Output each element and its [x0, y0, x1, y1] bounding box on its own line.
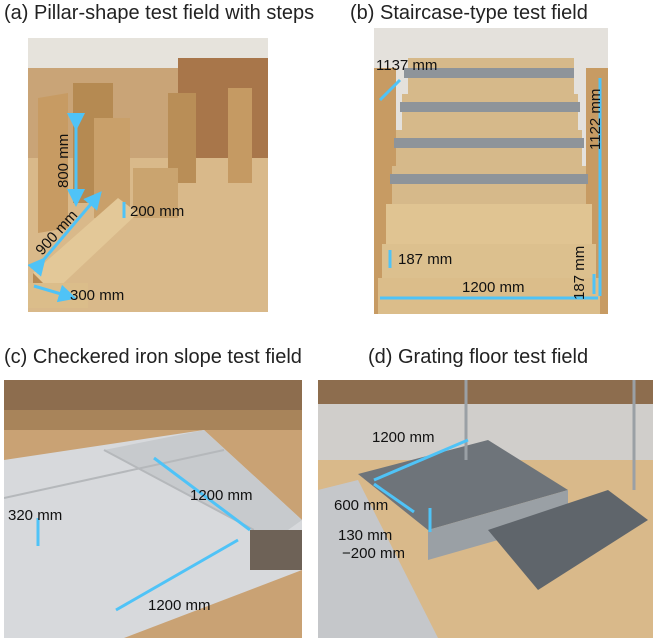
label-800mm: 800 mm: [55, 134, 72, 188]
caption-b: (b) Staircase-type test field: [350, 2, 588, 24]
photo-staircase-field: 1137 mm 1122 mm 187 mm 1200 mm 187 mm: [374, 28, 608, 314]
label-130mm: 130 mm: [338, 527, 392, 544]
label-200mm: 200 mm: [130, 203, 184, 220]
caption-d: (d) Grating floor test field: [368, 346, 589, 368]
label-187mm-bottom: 187 mm: [571, 246, 588, 300]
label-600mm: 600 mm: [334, 497, 388, 514]
label-1200mm: 1200 mm: [462, 279, 525, 296]
label-1200mm-length: 1200 mm: [190, 487, 253, 504]
label-1200mm-grating: 1200 mm: [372, 429, 435, 446]
photo-slope-field: 320 mm 1200 mm 1200 mm: [4, 380, 302, 638]
photo-grating-field: 1200 mm 600 mm 130 mm −200 mm: [318, 380, 653, 638]
label-187mm: 187 mm: [398, 251, 452, 268]
label-200mm-range: −200 mm: [342, 545, 405, 562]
label-1137mm: 1137 mm: [376, 57, 437, 74]
caption-c: (c) Checkered iron slope test field: [4, 346, 302, 368]
photo-pillar-field: 800 mm 900 mm 200 mm 300 mm: [28, 38, 268, 312]
label-1122mm: 1122 mm: [587, 89, 604, 150]
caption-a: (a) Pillar-shape test field with steps: [4, 2, 315, 24]
label-1200mm-width: 1200 mm: [148, 597, 211, 614]
label-300mm: 300 mm: [70, 287, 124, 304]
label-320mm: 320 mm: [8, 507, 62, 524]
